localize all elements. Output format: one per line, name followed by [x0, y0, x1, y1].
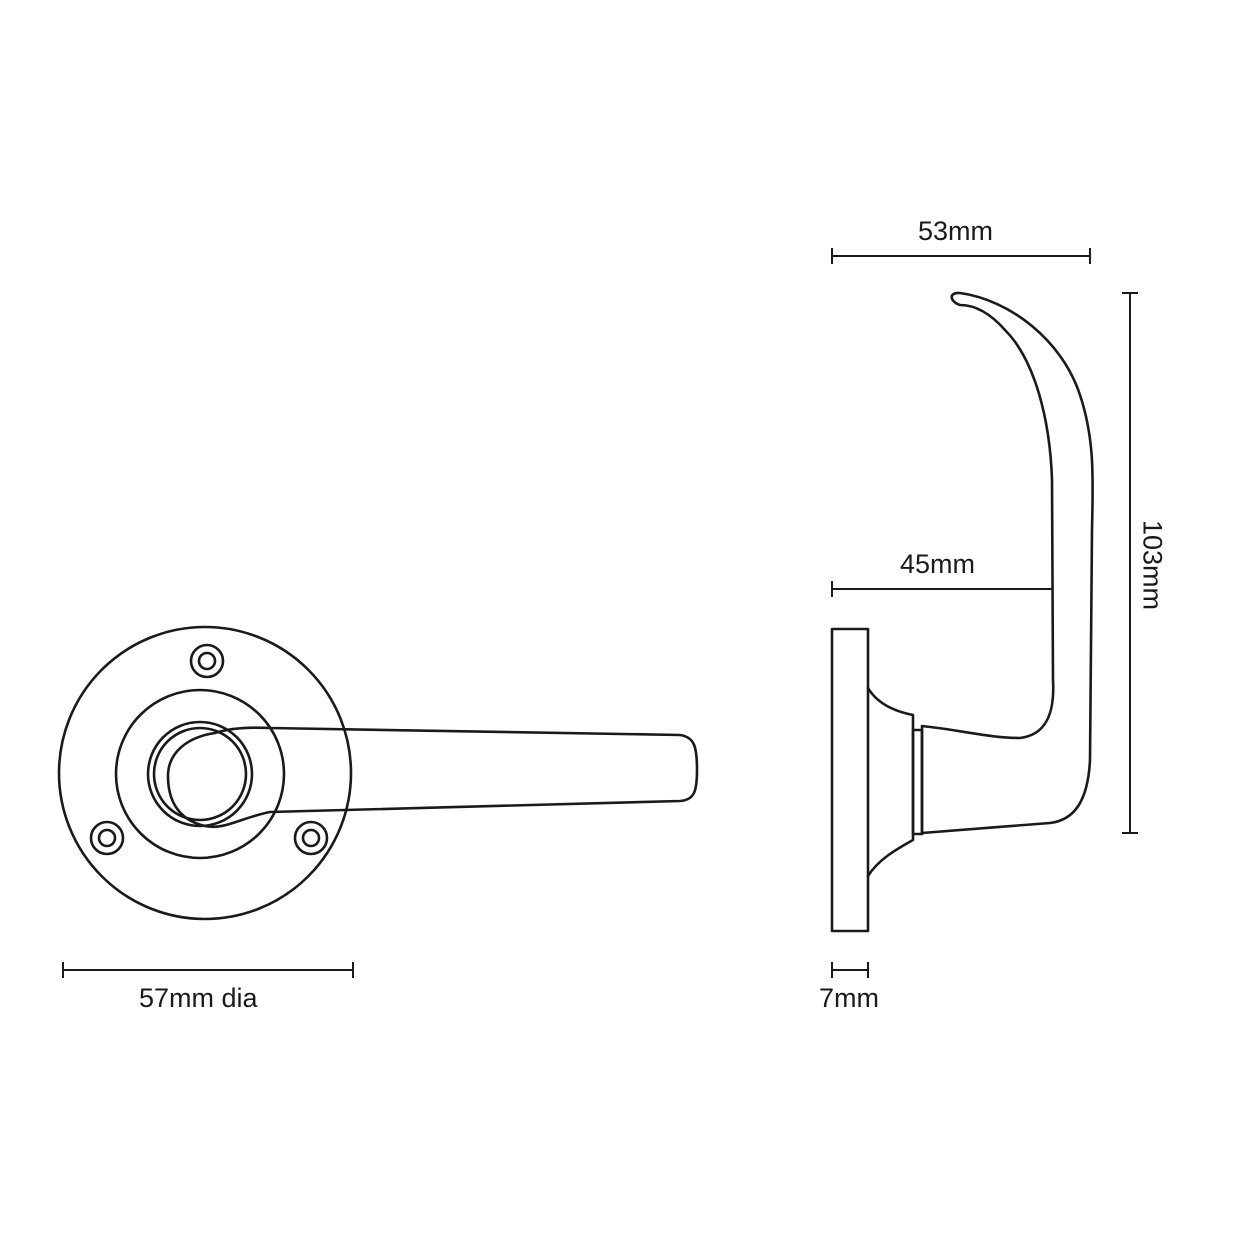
screw-hole-right [293, 820, 329, 856]
lever-profile-side [920, 291, 1094, 835]
dimension-45mm [831, 581, 1052, 597]
dimension-53mm [831, 248, 1091, 264]
dimension-7mm [831, 962, 869, 978]
rose-spindle-ring [152, 726, 248, 822]
label-lever-depth: 53mm [918, 216, 994, 246]
lever-arm-front [166, 726, 699, 829]
label-height: 103mm [1137, 519, 1168, 611]
rose-plate-side [830, 627, 870, 933]
rose-boss-side [866, 686, 915, 878]
label-rose-thickness: 7mm [819, 983, 879, 1013]
rose-boss-circle [114, 688, 286, 860]
label-projection: 45mm [900, 549, 976, 579]
screw-hole-left [89, 820, 125, 856]
front-view [57, 625, 699, 921]
label-rose-diameter: 57mm dia [139, 983, 258, 1013]
side-view [830, 291, 1094, 933]
screw-hole-top [189, 643, 225, 679]
rose-outer-circle [57, 625, 353, 921]
collar-ring [911, 728, 924, 836]
dimension-57-dia [62, 962, 354, 978]
dimension-103mm [1122, 292, 1138, 834]
